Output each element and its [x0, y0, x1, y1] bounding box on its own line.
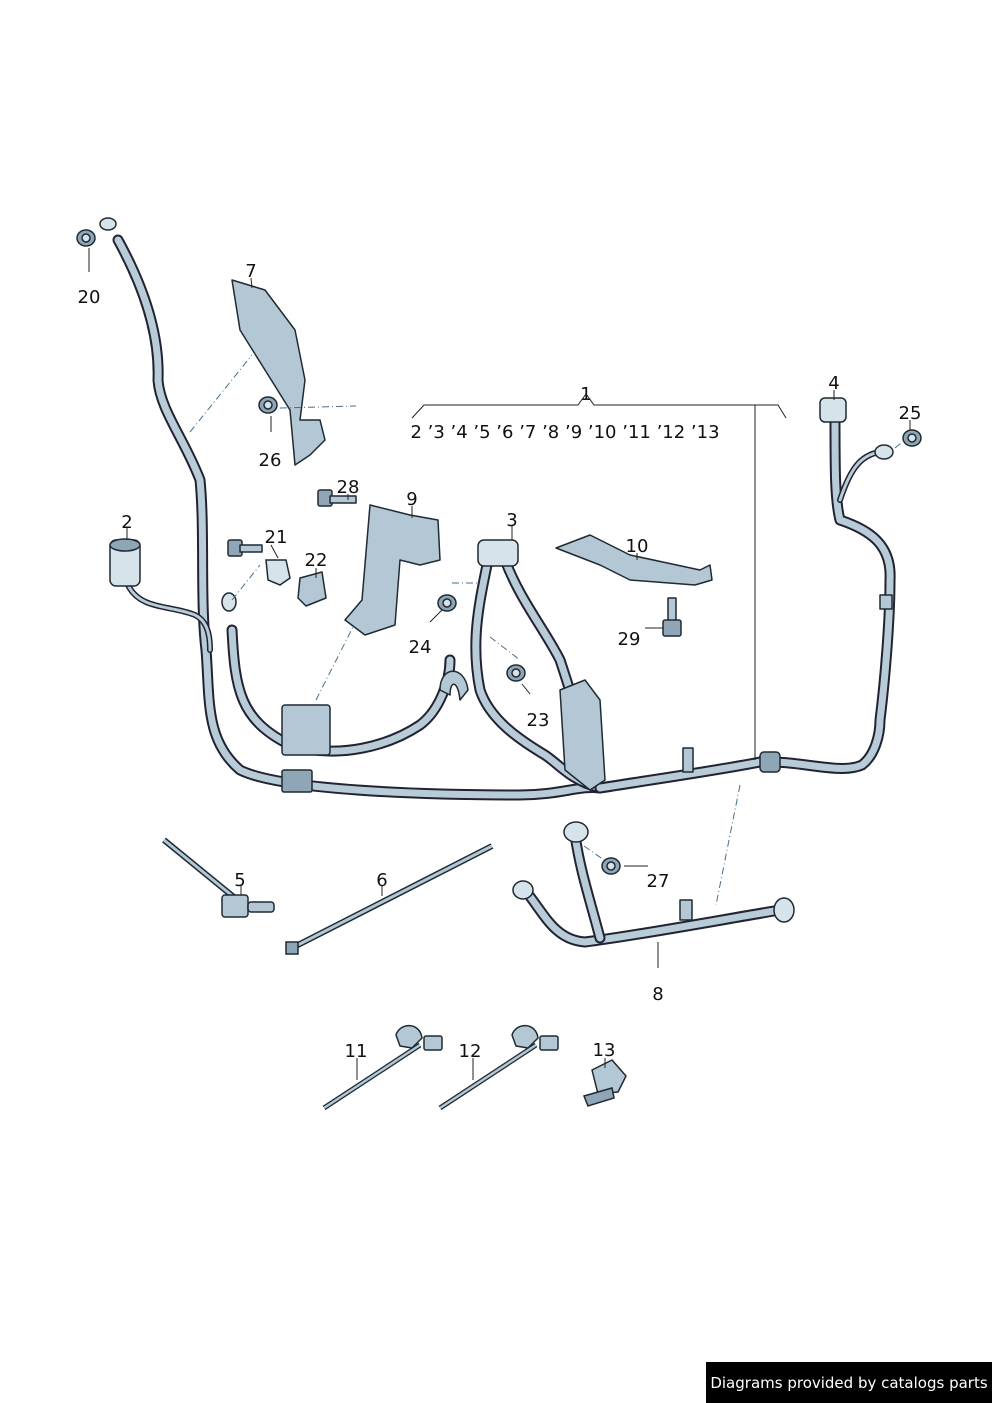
- cable-tie-11[interactable]: [322, 1024, 443, 1111]
- nut-23[interactable]: [506, 664, 526, 682]
- cable-tie-6[interactable]: [285, 843, 494, 955]
- sub-parts-label: 2 ’3 ’4 ’5 ’6 ’7 ’8 ’9 ’10 ’11 ’12 ’13: [410, 422, 719, 443]
- callout-3: 3: [506, 510, 517, 531]
- bolt-21[interactable]: [227, 539, 291, 586]
- dashed-leaders: [189, 354, 906, 906]
- main-wiring-harness[interactable]: [99, 217, 896, 801]
- nut-26[interactable]: [258, 396, 278, 414]
- callout-6: 6: [376, 870, 387, 891]
- callout-8: 8: [652, 984, 663, 1005]
- bolt-29[interactable]: [662, 597, 682, 637]
- callout-leaders: [88, 248, 911, 1080]
- nut-27[interactable]: [601, 857, 621, 875]
- callout-13: 13: [593, 1040, 616, 1061]
- callout-26: 26: [259, 450, 282, 471]
- cover-bracket-7[interactable]: [231, 279, 326, 466]
- footer-credit-text: Diagrams provided by catalogs parts: [710, 1373, 988, 1392]
- grommet-22[interactable]: [297, 571, 327, 607]
- callout-labels: 1 2 ’3 ’4 ’5 ’6 ’7 ’8 ’9 ’10 ’11 ’12 ’13…: [78, 261, 922, 1062]
- callout-9: 9: [406, 489, 417, 510]
- plate-bracket-10[interactable]: [555, 534, 713, 586]
- footer-credit-badge: Diagrams provided by catalogs parts: [706, 1362, 992, 1403]
- callout-2: 2: [121, 512, 132, 533]
- callout-21: 21: [265, 527, 288, 548]
- mounting-bracket-9[interactable]: [344, 504, 441, 636]
- cable-tie-5[interactable]: [162, 837, 275, 918]
- callout-11: 11: [345, 1041, 368, 1062]
- callout-25: 25: [899, 403, 922, 424]
- callout-28: 28: [337, 477, 360, 498]
- callout-22: 22: [305, 550, 328, 571]
- cable-tie-12[interactable]: [438, 1024, 559, 1111]
- callout-5: 5: [234, 870, 245, 891]
- callout-7: 7: [245, 261, 256, 282]
- push-clip-13[interactable]: [582, 1059, 627, 1107]
- callout-27: 27: [647, 871, 670, 892]
- nut-20[interactable]: [76, 229, 96, 247]
- callout-12: 12: [459, 1041, 482, 1062]
- callout-23: 23: [527, 710, 550, 731]
- callout-1: 1: [580, 384, 591, 405]
- nut-24[interactable]: [437, 594, 457, 612]
- sub-harness-8[interactable]: [512, 821, 795, 948]
- callout-20: 20: [78, 287, 101, 308]
- callout-10: 10: [626, 536, 649, 557]
- callout-4: 4: [828, 373, 839, 394]
- nut-25[interactable]: [902, 429, 922, 447]
- callout-29: 29: [618, 629, 641, 650]
- callout-24: 24: [409, 637, 432, 658]
- bolt-28[interactable]: [317, 489, 357, 507]
